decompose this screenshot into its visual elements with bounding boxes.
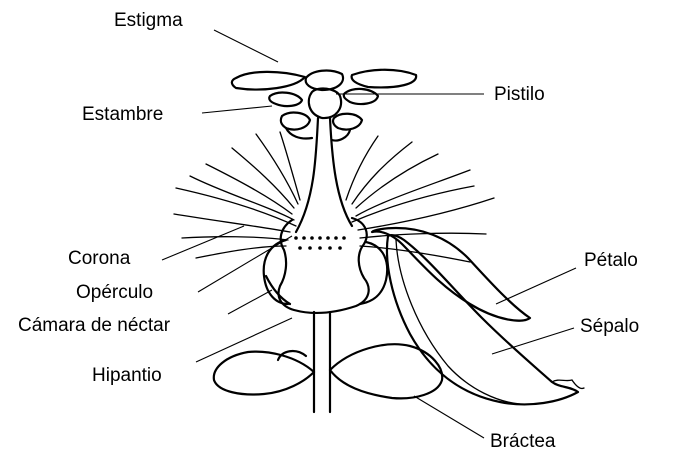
bract-shape	[214, 344, 442, 398]
leader-sepalo	[492, 328, 574, 354]
leader-estambre	[202, 106, 272, 113]
corona-shape	[174, 132, 494, 262]
leader-camara	[228, 290, 272, 314]
leader-corona	[162, 226, 244, 260]
leader-estigma	[214, 30, 278, 62]
petal-sepal-shape	[372, 228, 584, 404]
label-operculo: Opérculo	[76, 282, 153, 303]
label-hipantio: Hipantio	[92, 365, 162, 386]
labels: Estigma Estambre Pistilo Corona Opérculo…	[18, 10, 639, 452]
flower-drawing	[174, 70, 584, 412]
nectar-chamber-shape	[264, 218, 387, 313]
label-camara-de-nectar: Cámara de néctar	[18, 315, 171, 336]
operculum-dots	[294, 236, 346, 250]
stigma-shape	[232, 70, 416, 90]
label-corona: Corona	[68, 248, 131, 269]
label-estambre: Estambre	[82, 104, 163, 125]
stem-shape	[314, 312, 330, 412]
pistil-shape	[296, 89, 352, 232]
leader-operculo	[198, 236, 292, 292]
stamen-shape	[269, 89, 378, 141]
label-petalo: Pétalo	[584, 250, 638, 271]
leader-hipantio	[196, 318, 292, 362]
label-pistilo: Pistilo	[494, 84, 545, 105]
label-estigma: Estigma	[114, 10, 183, 31]
label-sepalo: Sépalo	[580, 316, 639, 337]
leader-bractea	[414, 396, 484, 438]
label-bractea: Bráctea	[490, 431, 556, 452]
leader-petalo	[496, 268, 576, 304]
